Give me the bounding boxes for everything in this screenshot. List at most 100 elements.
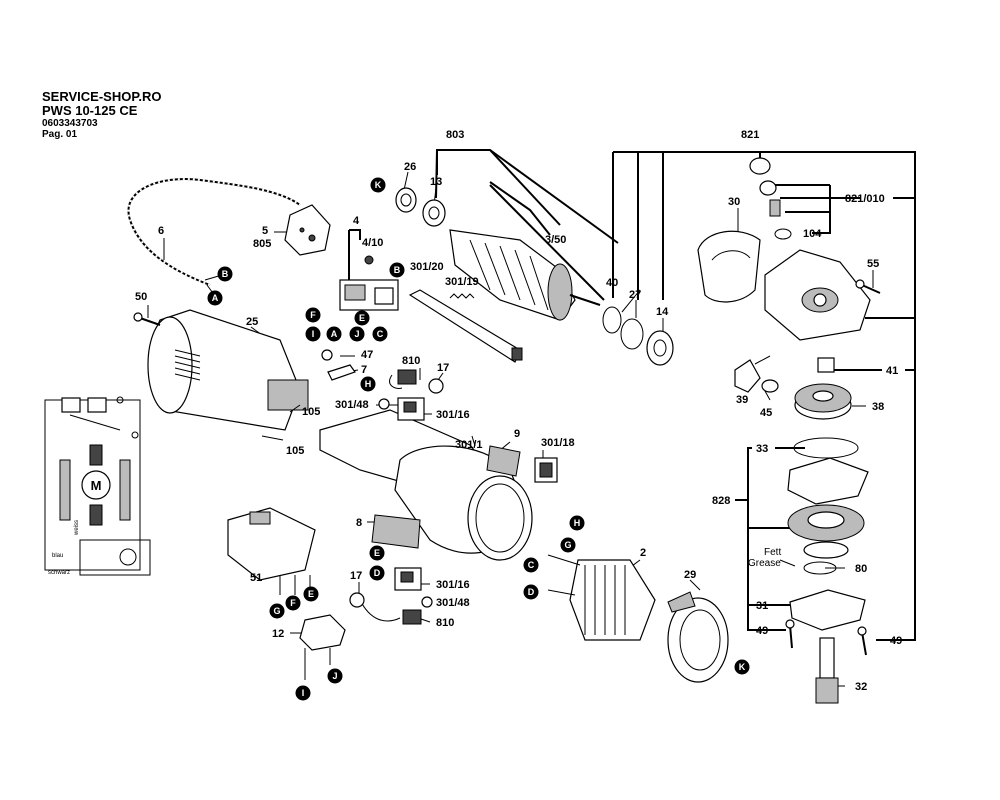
bearing-26 <box>395 187 417 213</box>
pinion-gear-39 <box>734 355 771 393</box>
svg-text:C: C <box>377 329 384 339</box>
svg-text:I: I <box>302 688 305 698</box>
callout-301-18: 301/18 <box>541 437 575 449</box>
switch-cover <box>534 457 558 483</box>
circlip-40 <box>602 306 622 334</box>
badge-f-module: F <box>285 595 301 611</box>
screw-50 <box>133 312 161 326</box>
badge-g-module: G <box>269 603 285 619</box>
callout-821: 821 <box>741 129 759 141</box>
svg-text:G: G <box>564 540 571 550</box>
bearing-cover-30 <box>697 230 761 303</box>
badge-f-switch: F <box>305 307 321 323</box>
callout-803: 803 <box>446 129 464 141</box>
part-number: 0603343703 <box>42 118 98 129</box>
bearing-13 <box>422 199 446 227</box>
svg-text:C: C <box>528 560 535 570</box>
callout-8: 8 <box>356 517 362 529</box>
screw-49-left <box>785 619 795 649</box>
callout-301-48-bottom: 301/48 <box>436 597 470 609</box>
badge-b-cord: B <box>217 266 233 282</box>
callout-4-10: 4/10 <box>362 237 383 249</box>
badge-e-switch: E <box>354 310 370 326</box>
callout-numbers: 803 821 821/010 26 13 3/50 30 104 4 4/10… <box>135 129 902 693</box>
callout-26: 26 <box>404 161 416 173</box>
shop-title: SERVICE-SHOP.RO <box>42 89 162 104</box>
screw-301-48-top <box>378 398 390 410</box>
label-9 <box>486 445 521 477</box>
svg-text:G: G <box>273 606 280 616</box>
badge-c-coil: C <box>523 557 539 573</box>
screw-49-right <box>857 626 867 656</box>
switch-rod <box>408 289 523 363</box>
callout-38: 38 <box>872 401 884 413</box>
screw-47 <box>321 349 333 361</box>
callout-4: 4 <box>353 215 360 227</box>
callout-301-20: 301/20 <box>410 261 444 273</box>
svg-text:H: H <box>365 379 372 389</box>
spring-clip-bottom <box>349 592 365 608</box>
callout-33: 33 <box>756 443 768 455</box>
callout-grease: Grease <box>748 558 781 569</box>
svg-text:K: K <box>375 180 382 190</box>
field-coil <box>547 554 656 641</box>
bearing-flange-828 <box>787 457 869 559</box>
motor-housing <box>147 309 309 441</box>
callout-2: 2 <box>640 547 646 559</box>
svg-text:D: D <box>528 587 535 597</box>
brush-holder-top <box>397 397 425 421</box>
callout-17-top: 17 <box>437 362 449 374</box>
callout-17-bottom: 17 <box>350 570 362 582</box>
callout-32: 32 <box>855 681 867 693</box>
gear-head-housing <box>764 249 871 341</box>
callout-39: 39 <box>736 394 748 406</box>
washer-80 <box>803 561 837 575</box>
callout-7: 7 <box>361 364 367 376</box>
svg-text:J: J <box>354 329 359 339</box>
callout-805: 805 <box>253 238 271 250</box>
callout-30: 30 <box>728 196 740 208</box>
callout-50: 50 <box>135 291 147 303</box>
callout-27: 27 <box>629 289 641 301</box>
callout-3-50: 3/50 <box>545 234 566 246</box>
spindle-32 <box>815 637 839 704</box>
screw-55 <box>855 279 881 294</box>
callout-104: 104 <box>803 228 822 240</box>
leader-lines <box>147 149 916 687</box>
callout-6: 6 <box>158 225 164 237</box>
svg-text:A: A <box>212 293 219 303</box>
svg-text:B: B <box>394 265 401 275</box>
badge-i-switch: I <box>305 326 321 342</box>
electronics-module-51 <box>227 507 316 595</box>
badge-k-fan: K <box>734 659 750 675</box>
carbon-brush-top <box>389 369 417 389</box>
suppressor-12 <box>299 614 346 680</box>
callout-301-16-top: 301/16 <box>436 409 470 421</box>
spring-301-19 <box>449 293 475 299</box>
power-cord <box>127 178 301 297</box>
callout-828: 828 <box>712 495 730 507</box>
badge-g-coil: G <box>560 537 576 553</box>
seal-ring-33 <box>793 437 859 459</box>
svg-text:E: E <box>374 548 380 558</box>
svg-text:F: F <box>310 310 316 320</box>
callout-810-bottom: 810 <box>436 617 454 629</box>
fan-guide-29 <box>667 591 729 683</box>
badge-h-coil: H <box>569 515 585 531</box>
page-number: Pag. 01 <box>42 129 78 140</box>
bushing-41 <box>817 357 835 373</box>
screw-301-48-bottom <box>421 596 433 608</box>
badge-b-switch: B <box>389 262 405 278</box>
flange-plate-31 <box>789 589 866 631</box>
callout-29: 29 <box>684 569 696 581</box>
callout-14: 14 <box>656 306 669 318</box>
callout-47: 47 <box>361 349 373 361</box>
callout-821-010: 821/010 <box>845 193 885 205</box>
callout-31: 31 <box>756 600 768 612</box>
tab-7 <box>327 364 356 381</box>
badge-e-module: E <box>303 586 319 602</box>
callout-80: 80 <box>855 563 867 575</box>
bearing-14 <box>646 330 674 366</box>
rating-label <box>371 514 421 549</box>
